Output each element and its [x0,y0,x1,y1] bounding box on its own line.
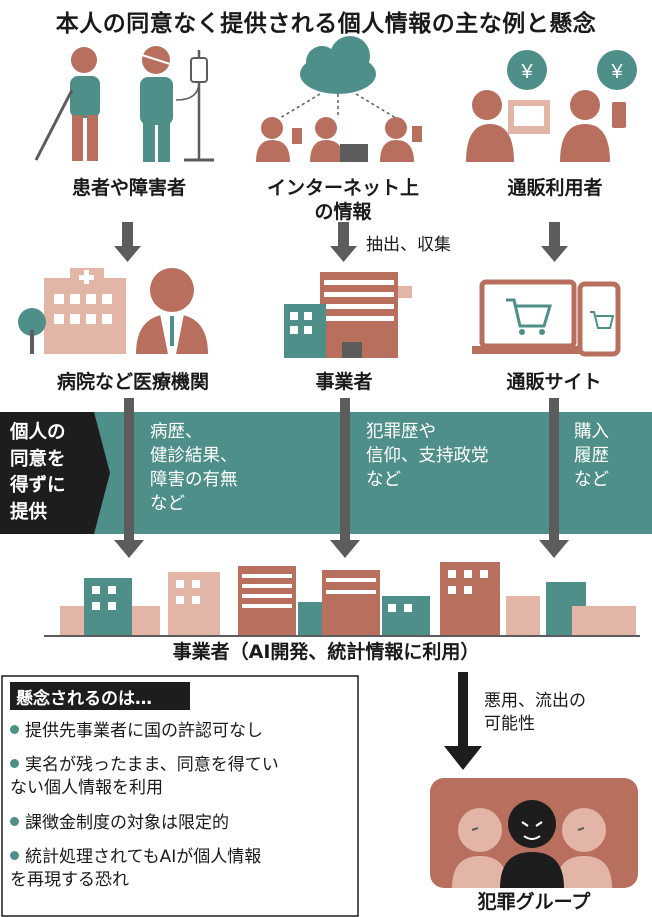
flow-arrow [114,398,144,558]
concern-item: 統計処理されてもAIが個人情報 を再現する恐れ [10,847,262,890]
source-label-internet: インターネット上 の情報 [266,177,419,223]
bullet-icon [10,724,19,734]
holder-label-shop: 通販サイト [506,371,602,393]
flow-arrow [541,222,568,262]
misuse-label: 悪用、流出の 可能性 [484,691,586,734]
flow-arrow [539,398,569,558]
criminal-group-label: 犯罪グループ [477,891,591,913]
shopper-illustration: ¥ ¥ [466,50,637,162]
flow-arrow [330,398,360,558]
concern-item: 実名が残ったまま、同意を得てい ない個人情報を利用 [10,755,279,798]
source-label-shoppers: 通販利用者 [507,177,603,199]
concerns-box [1,675,359,917]
band-label-background [0,412,110,534]
source-label-patients: 患者や障害者 [71,177,186,199]
concern-item: 提供先事業者に国の許認可なし [10,720,352,743]
flow-arrow [330,222,357,262]
yen-icon: ¥ [520,61,533,83]
yen-icon: ¥ [610,61,623,83]
concern-item: 課徴金制度の対象は限定的 [10,812,352,835]
internet-illustration [256,36,422,162]
band-left-label: 個人の 同意を 得ずに 提供 [10,422,66,523]
concerns-heading-background [10,682,190,710]
bullet-icon [10,758,19,768]
band-item-medical: 病歴、 健診結果、 障害の有無 など [150,422,238,514]
flow-arrow [114,222,141,262]
office-building-illustration [284,272,412,358]
band-item-criminal-record: 犯罪歴や 信仰、支持政党 など [366,422,489,490]
bullet-icon [10,850,19,860]
concerns-heading: 懸念されるのは… [16,689,152,709]
holder-label-business: 事業者 [315,371,373,393]
criminal-group-illustration [430,778,638,888]
page-title: 本人の同意なく提供される個人情報の主な例と懸念 [55,11,597,37]
extract-label: 抽出、収集 [366,235,451,255]
misuse-arrow [444,672,482,770]
patient-illustration [34,46,214,162]
shopping-site-illustration [472,279,621,357]
bullet-icon [10,816,19,826]
city-skyline-illustration [44,562,640,637]
holder-label-hospital: 病院など医療機関 [56,371,209,393]
band-item-purchase: 購入 履歴 など [574,422,609,490]
recipient-label: 事業者（AI開発、統計情報に利用） [172,641,480,663]
hospital-illustration [18,268,208,354]
